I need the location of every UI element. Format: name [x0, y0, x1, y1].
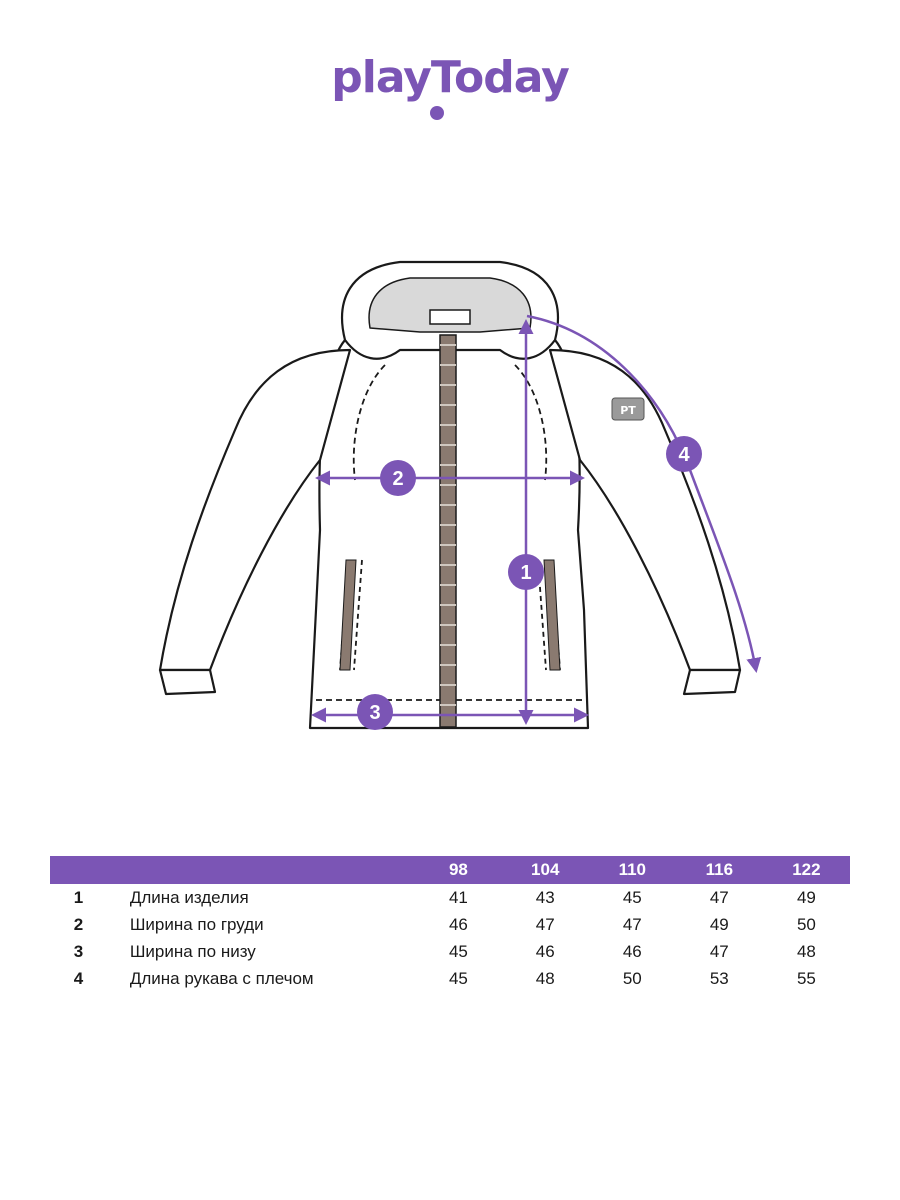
- row-number: 4: [73, 968, 84, 988]
- sleeve-badge: PT: [611, 397, 645, 421]
- cell-value: 43: [535, 887, 555, 907]
- svg-text:2: 2: [392, 468, 403, 490]
- svg-text:PT: PT: [620, 404, 636, 417]
- pocket-zipper-left-icon: [339, 559, 357, 671]
- jacket-measurement-diagram: PT 1 2 3 4: [158, 260, 762, 730]
- table-row: 4 Длина рукава с плечом 45 48 50 53 55: [50, 965, 850, 992]
- cell-value: 45: [622, 887, 642, 907]
- marker-chest: 2: [380, 460, 416, 496]
- marker-sleeve: 4: [666, 436, 702, 472]
- row-number: 2: [73, 914, 84, 934]
- cell-value: 50: [796, 914, 816, 934]
- cell-value: 49: [796, 887, 816, 907]
- pocket-zipper-right-icon: [543, 559, 561, 671]
- cell-value: 47: [622, 914, 642, 934]
- brand-logo: playToday: [331, 52, 570, 103]
- cell-value: 55: [796, 968, 816, 988]
- row-label: Ширина по низу: [129, 941, 256, 961]
- logo-dot-icon: [430, 106, 444, 120]
- cell-value: 45: [448, 941, 468, 961]
- size-header: 98: [448, 860, 468, 879]
- cell-value: 47: [535, 914, 555, 934]
- svg-text:3: 3: [369, 702, 380, 724]
- cell-value: 46: [535, 941, 555, 961]
- row-label: Длина рукава с плечом: [129, 968, 314, 988]
- cell-value: 41: [448, 887, 468, 907]
- size-header: 122: [792, 860, 821, 879]
- cell-value: 53: [709, 968, 729, 988]
- row-label: Длина изделия: [129, 887, 249, 907]
- cell-value: 46: [622, 941, 642, 961]
- size-header: 116: [705, 860, 734, 879]
- cell-value: 46: [448, 914, 468, 934]
- svg-text:1: 1: [520, 562, 531, 584]
- zipper-icon: [429, 309, 471, 728]
- size-header-row: 98 104 110 116 122: [50, 856, 850, 884]
- svg-text:4: 4: [678, 444, 690, 466]
- cell-value: 48: [796, 941, 816, 961]
- cell-value: 49: [709, 914, 729, 934]
- row-label: Ширина по груди: [129, 914, 264, 934]
- cell-value: 50: [622, 968, 642, 988]
- marker-length: 1: [508, 554, 544, 590]
- size-header: 104: [531, 860, 560, 879]
- row-number: 1: [73, 887, 84, 907]
- cell-value: 48: [535, 968, 555, 988]
- cell-value: 47: [709, 887, 729, 907]
- table-row: 2 Ширина по груди 46 47 47 49 50: [50, 911, 850, 938]
- size-table: 98 104 110 116 122 1 Длина изделия 41 43…: [50, 856, 850, 992]
- size-header: 110: [618, 860, 646, 879]
- table-row: 1 Длина изделия 41 43 45 47 49: [50, 884, 850, 911]
- cell-value: 45: [448, 968, 468, 988]
- cell-value: 47: [709, 941, 729, 961]
- marker-hem: 3: [357, 694, 393, 730]
- row-number: 3: [73, 941, 84, 961]
- table-row: 3 Ширина по низу 45 46 46 47 48: [50, 938, 850, 965]
